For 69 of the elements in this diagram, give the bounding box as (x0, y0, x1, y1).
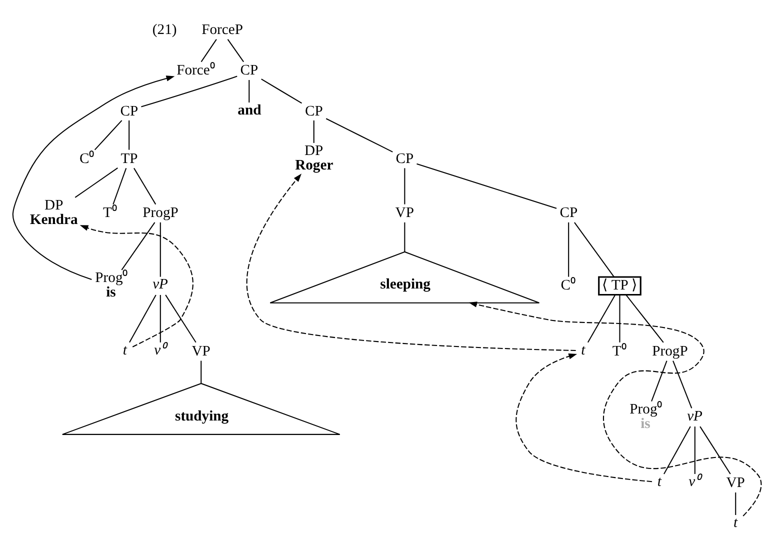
node-box: ⟨ TP ⟩ (598, 276, 642, 296)
node-text: T⁰ (612, 344, 626, 360)
node-text: Force⁰ (176, 62, 215, 79)
node-text: and (238, 102, 262, 118)
connector (160, 222, 161, 277)
connector (404, 222, 406, 252)
connector (735, 492, 736, 515)
node-text: v⁰ (688, 474, 700, 490)
node-text: CP (396, 150, 414, 167)
connector (700, 426, 731, 474)
connector (619, 294, 620, 342)
node-text: DP Kendra (30, 197, 78, 228)
node-text: C⁰ (560, 278, 576, 294)
node-text: ForceP (202, 22, 244, 38)
connector (326, 118, 393, 152)
connector (121, 222, 156, 270)
node-text: VP (726, 475, 745, 492)
connector (200, 360, 202, 384)
connector (404, 168, 406, 204)
connector (141, 76, 238, 108)
node-text: C⁰ (79, 150, 94, 167)
node-text: t (657, 474, 662, 490)
arrow (468, 302, 762, 516)
node-text: ProgP (142, 205, 178, 222)
node-text: Prog⁰ is (95, 270, 128, 300)
node-text: CP (304, 103, 323, 120)
connector (129, 294, 156, 343)
connector (160, 294, 161, 342)
connector (74, 168, 118, 198)
node-text: t (122, 342, 127, 358)
connector (112, 168, 127, 204)
connector (134, 168, 156, 205)
connector (568, 222, 570, 277)
connector (200, 39, 217, 62)
connector (128, 120, 130, 150)
node-text: TP (120, 150, 138, 167)
connector (651, 360, 668, 402)
connector (416, 163, 557, 209)
connector (664, 426, 691, 474)
node-text: DP Roger (295, 143, 334, 174)
node-text: CP (560, 205, 578, 222)
connector (626, 294, 664, 343)
node-text: CP (240, 62, 258, 79)
connector (227, 38, 244, 62)
connector (261, 78, 302, 104)
node-text: vP (687, 408, 702, 424)
node-text: t (734, 514, 738, 531)
label: (21) (152, 22, 177, 38)
connector (248, 80, 250, 103)
node-text: vP (152, 276, 168, 293)
connector (587, 294, 616, 343)
node-text: t (581, 342, 586, 358)
connector (672, 360, 692, 408)
connector (313, 120, 314, 143)
connector (574, 222, 614, 278)
connector (94, 120, 122, 150)
node-text: CP (120, 103, 138, 120)
node-text: T⁰ (102, 205, 117, 222)
node-text: Prog⁰ is (630, 401, 662, 432)
arrow (12, 76, 175, 280)
arrow (516, 354, 652, 482)
node-text: v⁰ (154, 342, 166, 358)
node-text: VP (395, 205, 414, 222)
node-text: VP (192, 344, 210, 360)
arrow (80, 225, 194, 348)
node-text: ProgP (652, 344, 688, 360)
connector (165, 294, 196, 343)
connector (694, 426, 696, 474)
arrow (246, 174, 576, 351)
